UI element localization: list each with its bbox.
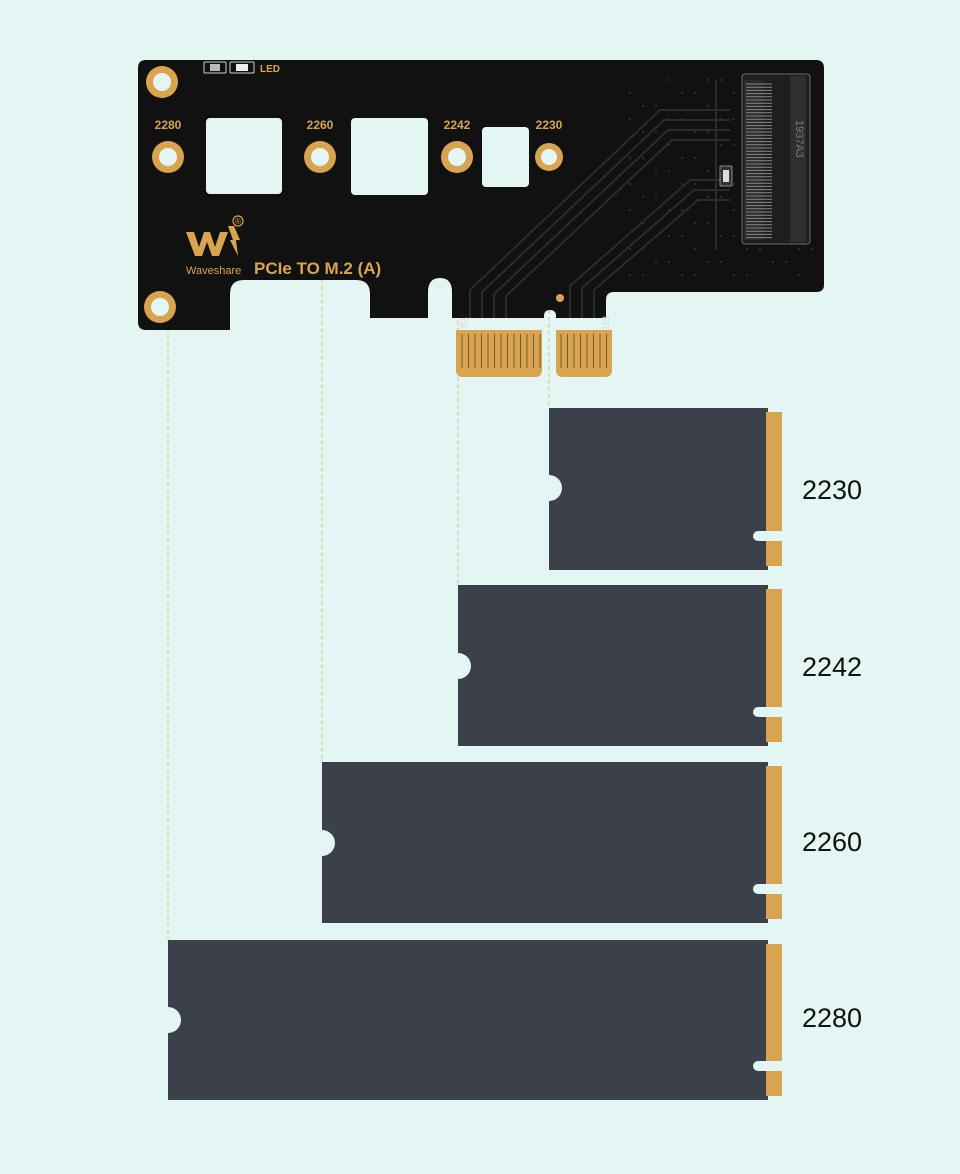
- ssd-modules: [168, 408, 782, 1100]
- m2-slot: 1937A3: [719, 73, 811, 245]
- card-label-2260: 2260: [802, 827, 862, 857]
- mounting-holes: [144, 66, 563, 323]
- card-label-2280: 2280: [802, 1003, 862, 1033]
- pcb-via-dots: [628, 78, 814, 277]
- card-label-2230: 2230: [802, 475, 862, 505]
- pcb-traces: [469, 80, 730, 318]
- waveshare-logo-icon: [186, 232, 228, 256]
- pin-label-b18: B18: [601, 316, 611, 332]
- ssd-2280: [168, 940, 782, 1100]
- hole-label-2280: 2280: [155, 118, 182, 132]
- hole-label-2242: 2242: [444, 118, 471, 132]
- led-indicator: LED: [203, 61, 280, 75]
- ssd-2230: [549, 408, 782, 570]
- pcb-outline: [138, 60, 824, 330]
- led-label: LED: [260, 64, 280, 75]
- pcie-adapter-board: 2280 2260 2242 2230 LED ® Waveshare PCIe…: [138, 60, 824, 377]
- hole-label-2230: 2230: [536, 118, 563, 132]
- board-cutouts: [206, 118, 529, 195]
- card-label-2242: 2242: [802, 652, 862, 682]
- ssd-2260: [322, 762, 782, 923]
- slot-marking: 1937A3: [793, 120, 805, 158]
- board-title: PCIe TO M.2 (A): [254, 259, 381, 278]
- registered-mark: ®: [235, 217, 241, 226]
- hole-label-2260: 2260: [307, 118, 334, 132]
- pin-label-b1: B1: [459, 317, 469, 328]
- ssd-2242: [458, 585, 782, 746]
- pcie-gold-fingers: [456, 330, 612, 377]
- brand-name: Waveshare: [186, 265, 241, 277]
- waveshare-logo: ® Waveshare: [186, 215, 244, 277]
